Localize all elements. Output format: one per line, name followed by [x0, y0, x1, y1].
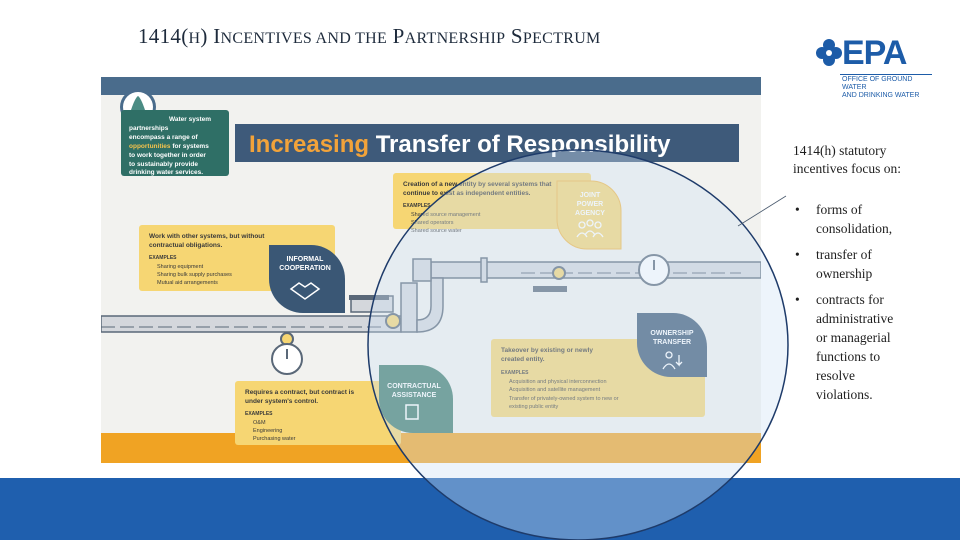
epa-flower-icon: [816, 39, 842, 66]
epa-office-name: Office of Ground Water and Drinking Wate…: [842, 76, 920, 99]
informal-ex-1: Sharing equipment: [157, 264, 204, 270]
contractual-title-1: CONTRACTUAL: [387, 383, 441, 390]
informal-title-2: COOPERATION: [279, 265, 331, 272]
joint-title-2: POWER: [577, 201, 603, 208]
handshake-icon: [289, 282, 321, 300]
joint-examples-label: EXAMPLES: [403, 203, 431, 209]
incentives-list: • forms of consolidation, • transfer of …: [793, 200, 943, 411]
informal-examples-label: EXAMPLES: [149, 255, 177, 261]
bullet-icon: •: [795, 202, 800, 217]
informal-title-1: INFORMAL: [287, 256, 325, 263]
intro-line-6: to sustainably provide: [129, 161, 198, 168]
joint-title-1: JOINT: [580, 192, 601, 199]
contractual-examples-label: EXAMPLES: [245, 411, 273, 417]
ownership-desc-1: Takeover by existing or newly: [501, 347, 593, 354]
epa-divider: [840, 74, 932, 75]
contractual-ex-2: Engineering: [253, 428, 282, 434]
contractual-ex-1: O&M: [253, 420, 266, 426]
ownership-ex-3: Transfer of privately-owned system to ne…: [509, 396, 619, 402]
top-strip: [101, 77, 761, 95]
ownership-ex-1: Acquisition and physical interconnection: [509, 379, 607, 385]
joint-ex-2: Shared operators: [411, 220, 454, 226]
bullet-icon: •: [795, 292, 800, 307]
contractual-badge: [379, 365, 453, 433]
contractual-desc-box: [235, 381, 401, 445]
list-item: • transfer of ownership: [795, 247, 873, 281]
pipe-flange: [480, 257, 488, 283]
intro-line-1: Water system: [169, 116, 211, 123]
ownership-examples-label: EXAMPLES: [501, 370, 529, 376]
ownership-title-2: TRANSFER: [653, 339, 691, 346]
list-item: • contracts for administrative or manage…: [795, 292, 894, 402]
joint-desc-1: Creation of a new entity by several syst…: [403, 181, 552, 188]
contractual-title-2: ASSISTANCE: [392, 392, 437, 399]
joint-ex-3: Shared source water: [411, 228, 462, 234]
intro-line-3: encompass a range of: [129, 134, 198, 141]
ownership-ex-3b: existing public entity: [509, 404, 558, 410]
ownership-ex-2: Acquisition and satellite management: [509, 387, 601, 393]
bottom-orange-band: [101, 433, 761, 463]
joint-ex-1: Shared source management: [411, 212, 481, 218]
contractual-ex-3: Purchasing water: [253, 436, 296, 442]
contractual-desc-1: Requires a contract, but contract is: [245, 389, 354, 396]
informal-ex-3: Mutual aid arrangements: [157, 280, 218, 286]
contractual-desc-2: under system's control.: [245, 398, 318, 405]
ownership-desc-2: created entity.: [501, 356, 545, 363]
joint-title-3: AGENCY: [575, 210, 605, 217]
intro-line-4: opportunities for systems: [129, 143, 209, 150]
intro-line-7: drinking water services.: [129, 169, 203, 176]
bottom-bar: [0, 478, 960, 540]
epa-wordmark: EPA: [842, 34, 907, 72]
intro-box: [121, 110, 229, 176]
intro-line-5: to work together in order: [129, 152, 206, 159]
side-heading: 1414(h) statutory incentives focus on:: [793, 143, 901, 176]
informal-desc-2: contractual obligations.: [149, 242, 223, 249]
list-item: • forms of consolidation,: [795, 202, 893, 236]
ownership-title-1: OWNERSHIP: [650, 330, 694, 337]
heading-text: Increasing Transfer of Responsibility: [249, 131, 671, 158]
informal-desc-1: Work with other systems, but without: [149, 233, 265, 240]
partnership-infographic: Water system partnerships encompass a ra…: [101, 77, 761, 463]
epa-logo: EPA Office of Ground Water and Drinking …: [816, 34, 934, 99]
informal-ex-2: Sharing bulk supply purchases: [157, 272, 232, 278]
informal-badge: [269, 245, 345, 313]
intro-line-2: partnerships: [129, 125, 169, 132]
joint-desc-2: continue to exist as independent entitie…: [403, 190, 531, 197]
slide-title: 1414(h) Incentives and the Partnership S…: [138, 24, 601, 48]
infographic-drawing: Water system partnerships encompass a ra…: [101, 77, 761, 463]
bullet-icon: •: [795, 247, 800, 262]
